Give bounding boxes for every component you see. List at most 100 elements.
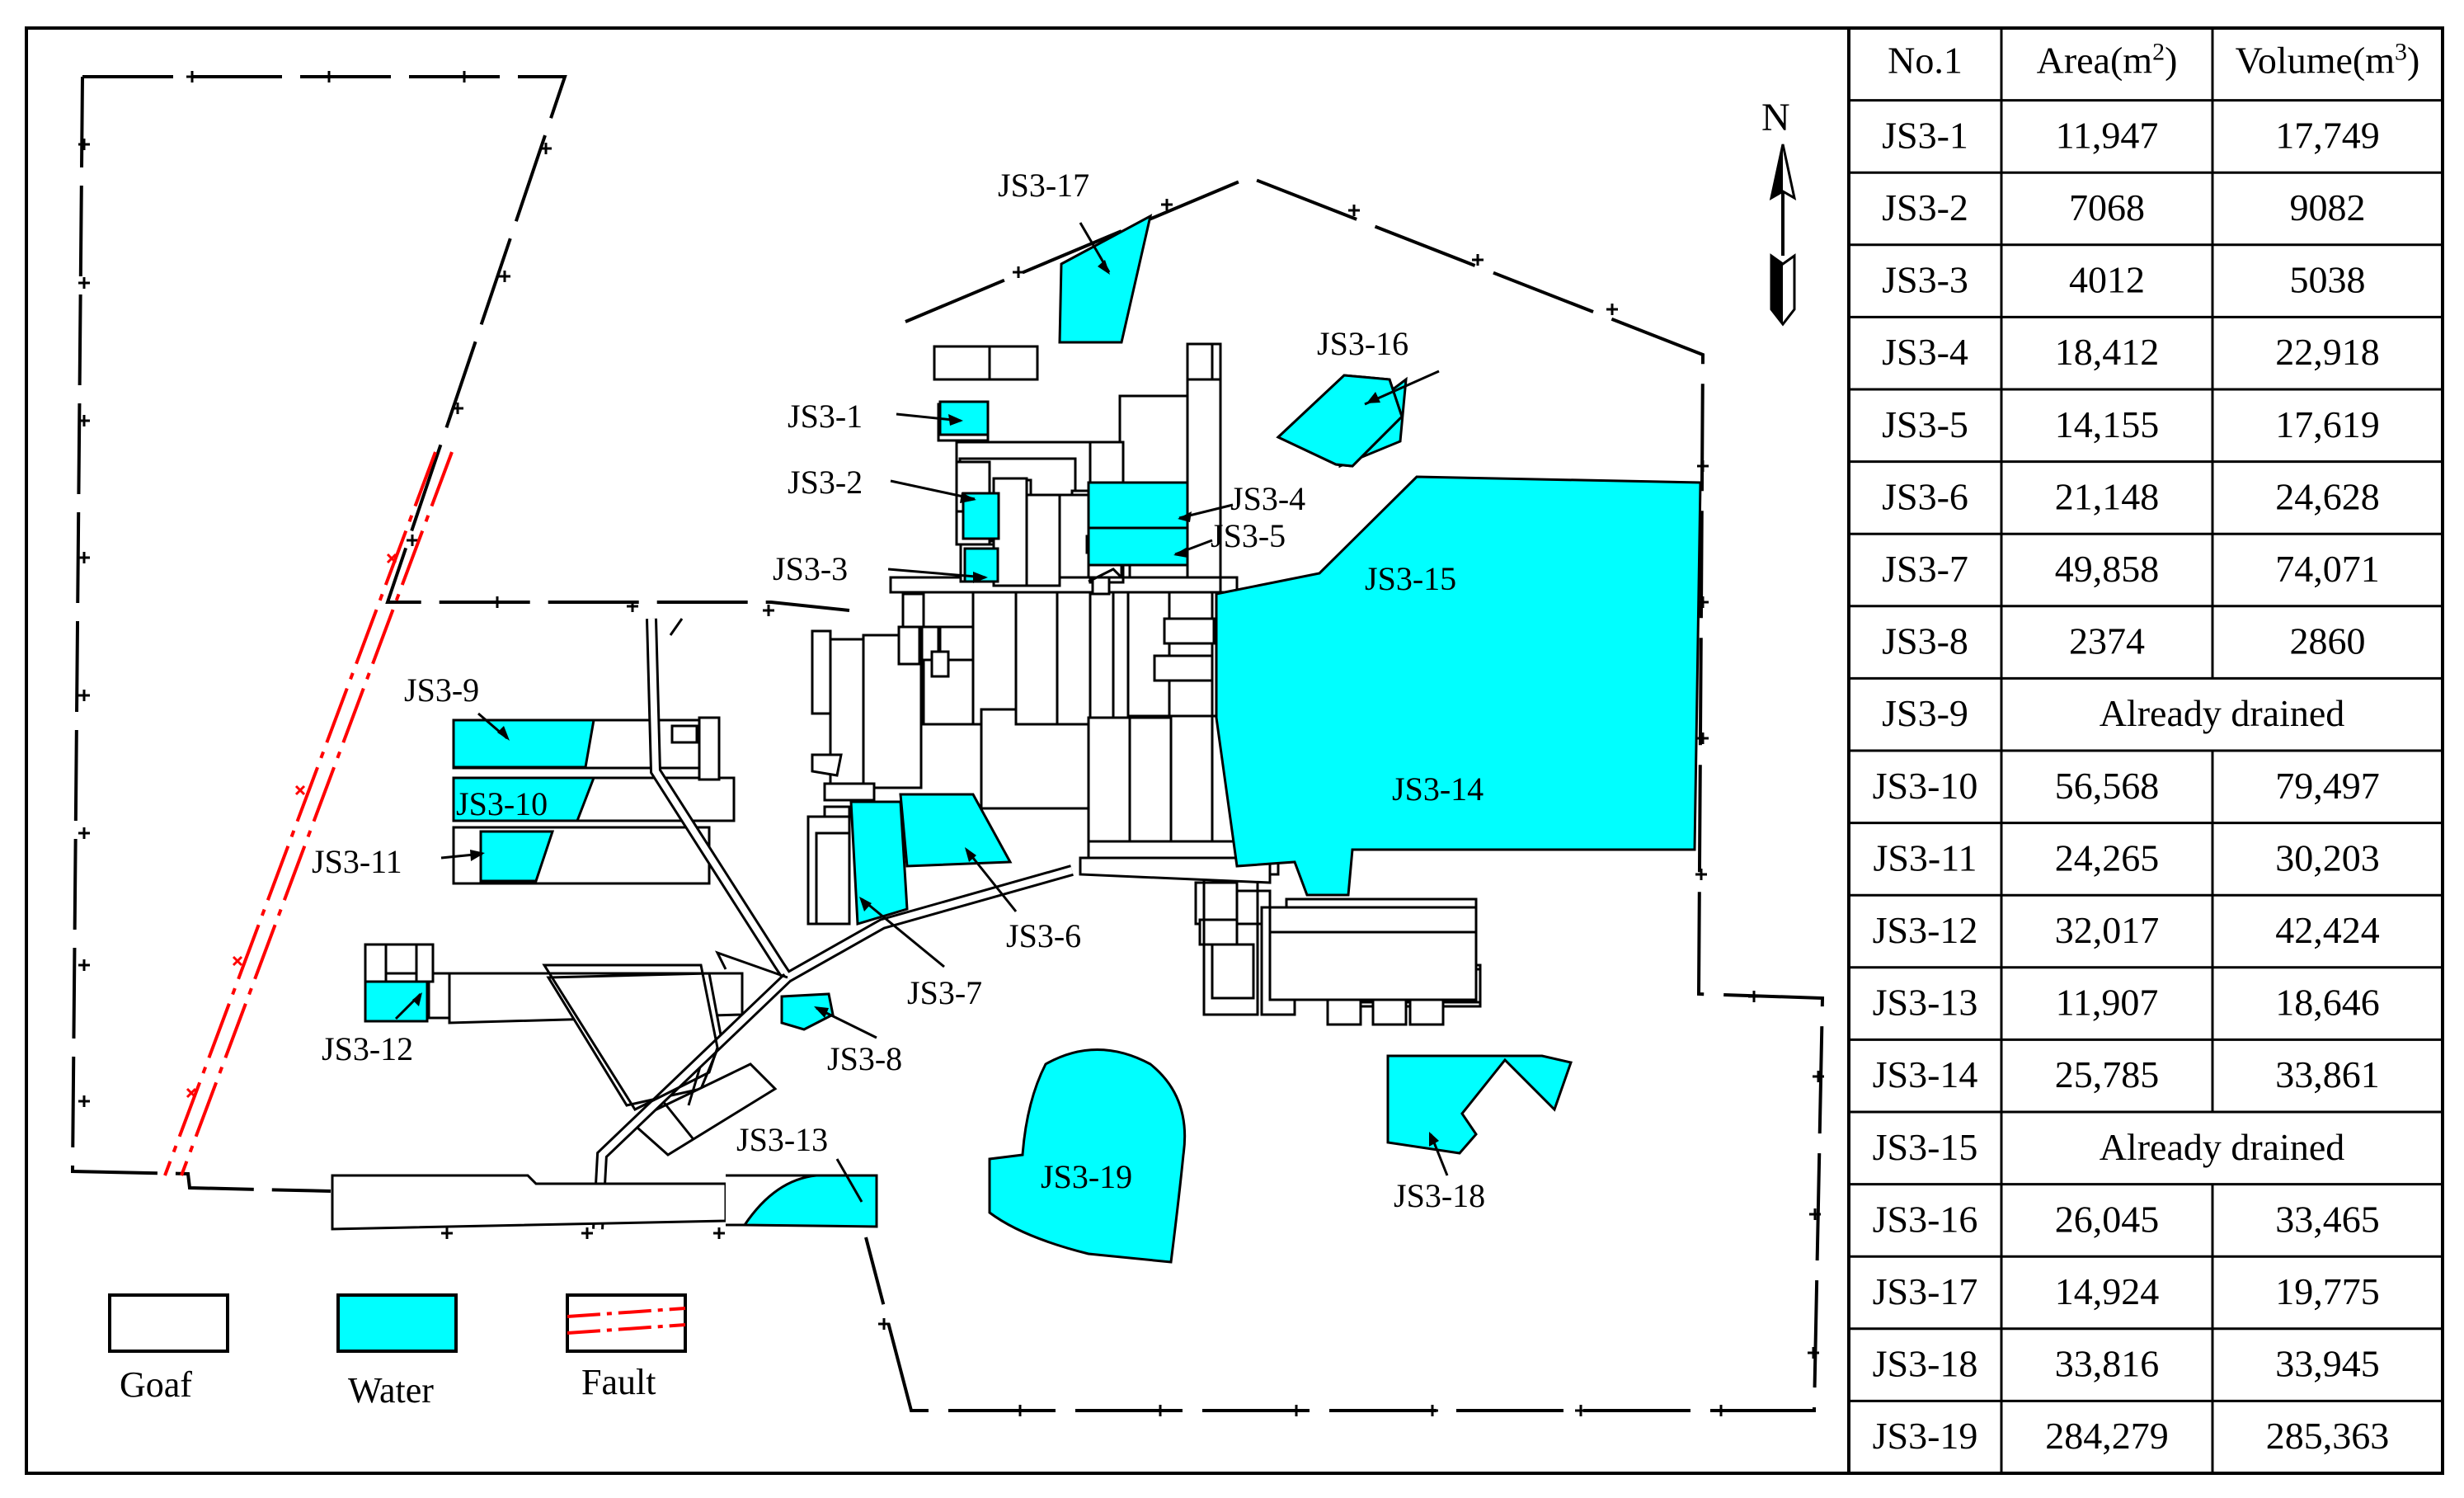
label-js3-6: JS3-6	[1006, 917, 1081, 954]
table-cell-area: 7068	[2069, 186, 2145, 228]
table-cell-area: 14,155	[2055, 403, 2160, 445]
west-boundary	[82, 75, 850, 612]
water-js3-7	[849, 800, 909, 926]
legend-fault-label: Fault	[581, 1362, 656, 1402]
east-boundary	[864, 175, 1825, 1412]
leader-arrowheads	[412, 260, 1439, 1147]
table-header-id: No.1	[1888, 39, 1963, 81]
table-cell-area: 18,412	[2055, 331, 2160, 373]
table-cell-area: 11,907	[2056, 982, 2159, 1024]
mine-boundaries	[70, 75, 1825, 1412]
table-cell-merged: Already drained	[2100, 692, 2345, 734]
table-cell-id: JS3-9	[1882, 692, 1968, 734]
legend-goaf-swatch	[108, 1293, 229, 1353]
label-js3-2: JS3-2	[788, 464, 863, 501]
table-cell-area: 284,279	[2045, 1415, 2169, 1457]
table-header-volume: Volume(m3)	[2236, 38, 2420, 81]
table-cell-id: JS3-1	[1882, 114, 1968, 156]
legend: Goaf Water Fault	[108, 1293, 687, 1411]
table-cell-id: JS3-10	[1873, 765, 1978, 807]
label-js3-8: JS3-8	[827, 1040, 902, 1077]
table-header-area: Area(m2)	[2037, 38, 2178, 81]
table-cell-id: JS3-8	[1882, 620, 1968, 662]
label-js3-12: JS3-12	[322, 1030, 413, 1067]
water-js3-12	[364, 980, 429, 1023]
legend-water-swatch	[336, 1293, 458, 1353]
table-cell-volume: 33,945	[2275, 1343, 2380, 1385]
table-cell-id: JS3-19	[1873, 1415, 1978, 1457]
water-js3-4	[1087, 481, 1189, 530]
table-cell-id: JS3-15	[1873, 1126, 1978, 1168]
region-labels: JS3-1 JS3-2 JS3-3 JS3-4 JS3-5 JS3-6 JS3-…	[312, 167, 1485, 1214]
table-cell-volume: 30,203	[2275, 836, 2380, 879]
table-cell-id: JS3-2	[1882, 186, 1968, 228]
label-js3-13: JS3-13	[736, 1121, 828, 1158]
water-js3-9	[452, 718, 595, 769]
table-cell-id: JS3-5	[1882, 403, 1968, 445]
north-arrow: N	[1761, 96, 1797, 327]
table-cell-id: JS3-6	[1882, 475, 1968, 517]
water-js3-11	[479, 830, 555, 883]
water-js3-19	[988, 1048, 1187, 1264]
legend-fault-swatch	[566, 1293, 687, 1353]
table-cell-id: JS3-16	[1873, 1198, 1978, 1240]
label-js3-14: JS3-14	[1392, 770, 1484, 808]
table-cell-area: 32,017	[2055, 909, 2160, 951]
table-cell-volume: 79,497	[2275, 765, 2380, 807]
table-cell-area: 11,947	[2056, 114, 2159, 156]
table-cell-volume: 2860	[2290, 620, 2366, 662]
table-cell-id: JS3-17	[1873, 1270, 1978, 1312]
water-js3-10	[452, 776, 596, 822]
table-cell-volume: 17,619	[2275, 403, 2380, 445]
table-cell-id: JS3-3	[1882, 259, 1968, 301]
table-cell-id: JS3-14	[1873, 1053, 1978, 1095]
table-cell-area: 24,265	[2055, 836, 2160, 879]
water-js3-13	[742, 1174, 878, 1228]
table-cell-volume: 9082	[2290, 186, 2366, 228]
table-cell-area: 4012	[2069, 259, 2145, 301]
table-cell-area: 49,858	[2055, 548, 2160, 590]
table-cell-volume: 33,465	[2275, 1198, 2380, 1240]
water-js3-18	[1386, 1054, 1573, 1155]
table-cell-id: JS3-4	[1882, 331, 1968, 373]
table-cell-id: JS3-18	[1873, 1343, 1978, 1385]
fault-line	[163, 451, 454, 1176]
water-js3-5	[1087, 526, 1189, 567]
table-cell-area: 14,924	[2055, 1270, 2160, 1312]
legend-water-label: Water	[348, 1370, 434, 1411]
table-cell-volume: 33,861	[2275, 1053, 2380, 1095]
water-js3-14-15	[1215, 475, 1702, 897]
water-js3-17	[1058, 214, 1153, 344]
table-cell-volume: 24,628	[2275, 475, 2380, 517]
table-cell-area: 56,568	[2055, 765, 2160, 807]
label-js3-5: JS3-5	[1211, 517, 1286, 554]
table-cell-area: 2374	[2069, 620, 2145, 662]
table-cell-area: 25,785	[2055, 1053, 2160, 1095]
table-cell-id: JS3-7	[1882, 548, 1968, 590]
legend-goaf-label: Goaf	[120, 1364, 192, 1405]
table-cell-area: 33,816	[2055, 1343, 2160, 1385]
table-cell-area: 21,148	[2055, 475, 2160, 517]
table-cell-merged: Already drained	[2100, 1126, 2345, 1168]
water-js3-6	[899, 793, 1013, 868]
label-js3-4: JS3-4	[1230, 480, 1305, 517]
table-cell-volume: 19,775	[2275, 1270, 2380, 1312]
north-label: N	[1761, 96, 1790, 139]
table-cell-id: JS3-13	[1873, 982, 1978, 1024]
table-cell-volume: 5038	[2290, 259, 2366, 301]
water-js3-16-outline	[1276, 374, 1404, 468]
label-js3-9: JS3-9	[404, 671, 479, 709]
boundary-crosses	[78, 71, 1824, 1416]
table-cell-volume: 17,749	[2275, 114, 2380, 156]
label-js3-3: JS3-3	[773, 550, 848, 587]
label-js3-17: JS3-17	[998, 167, 1089, 204]
label-js3-19: JS3-19	[1041, 1158, 1132, 1195]
label-js3-11: JS3-11	[312, 843, 402, 880]
table-cell-volume: 18,646	[2275, 982, 2380, 1024]
label-js3-7: JS3-7	[907, 974, 982, 1011]
water-js3-8	[780, 992, 835, 1031]
table-cell-volume: 285,363	[2266, 1415, 2390, 1457]
label-js3-16: JS3-16	[1317, 325, 1408, 362]
